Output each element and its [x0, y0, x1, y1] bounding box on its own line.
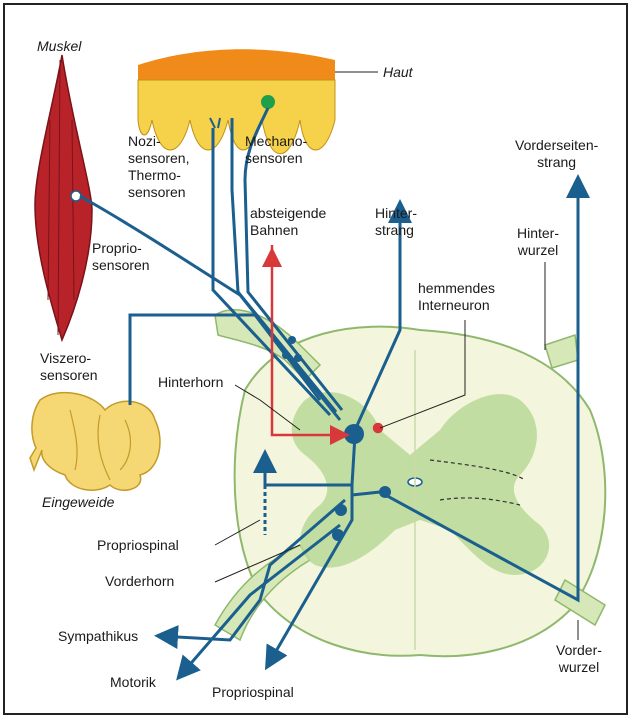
- label-nozi-thermo-sensoren: Nozi- sensoren, Thermo- sensoren: [128, 133, 189, 201]
- label-propriospinal-left: Propriospinal: [97, 537, 179, 554]
- label-hinterwurzel: Hinter- wurzel: [517, 225, 559, 259]
- label-sympathikus: Sympathikus: [58, 628, 138, 645]
- label-propriosensoren: Proprio- sensoren: [92, 240, 150, 274]
- label-hemmendes-interneuron: hemmendes Interneuron: [418, 280, 495, 314]
- label-propriospinal-bottom: Propriospinal: [212, 684, 294, 701]
- label-hinterhorn: Hinterhorn: [158, 374, 223, 391]
- label-vorderseitenstrang: Vorderseiten- strang: [515, 137, 598, 171]
- label-haut: Haut: [383, 64, 413, 81]
- label-vorderwurzel: Vorder- wurzel: [556, 642, 602, 676]
- intestine-illustration: [30, 393, 160, 491]
- spinal-cord: [215, 310, 605, 656]
- label-viszerosensoren: Viszero- sensoren: [40, 350, 98, 384]
- label-eingeweide: Eingeweide: [42, 494, 114, 511]
- label-absteigende-bahnen: absteigende Bahnen: [250, 205, 326, 239]
- label-vorderhorn: Vorderhorn: [105, 573, 174, 590]
- label-mechanosensoren: Mechano- sensoren: [245, 133, 307, 167]
- label-hinterstrang: Hinter- strang: [375, 205, 417, 239]
- label-motorik: Motorik: [110, 674, 156, 691]
- label-muskel: Muskel: [37, 38, 81, 55]
